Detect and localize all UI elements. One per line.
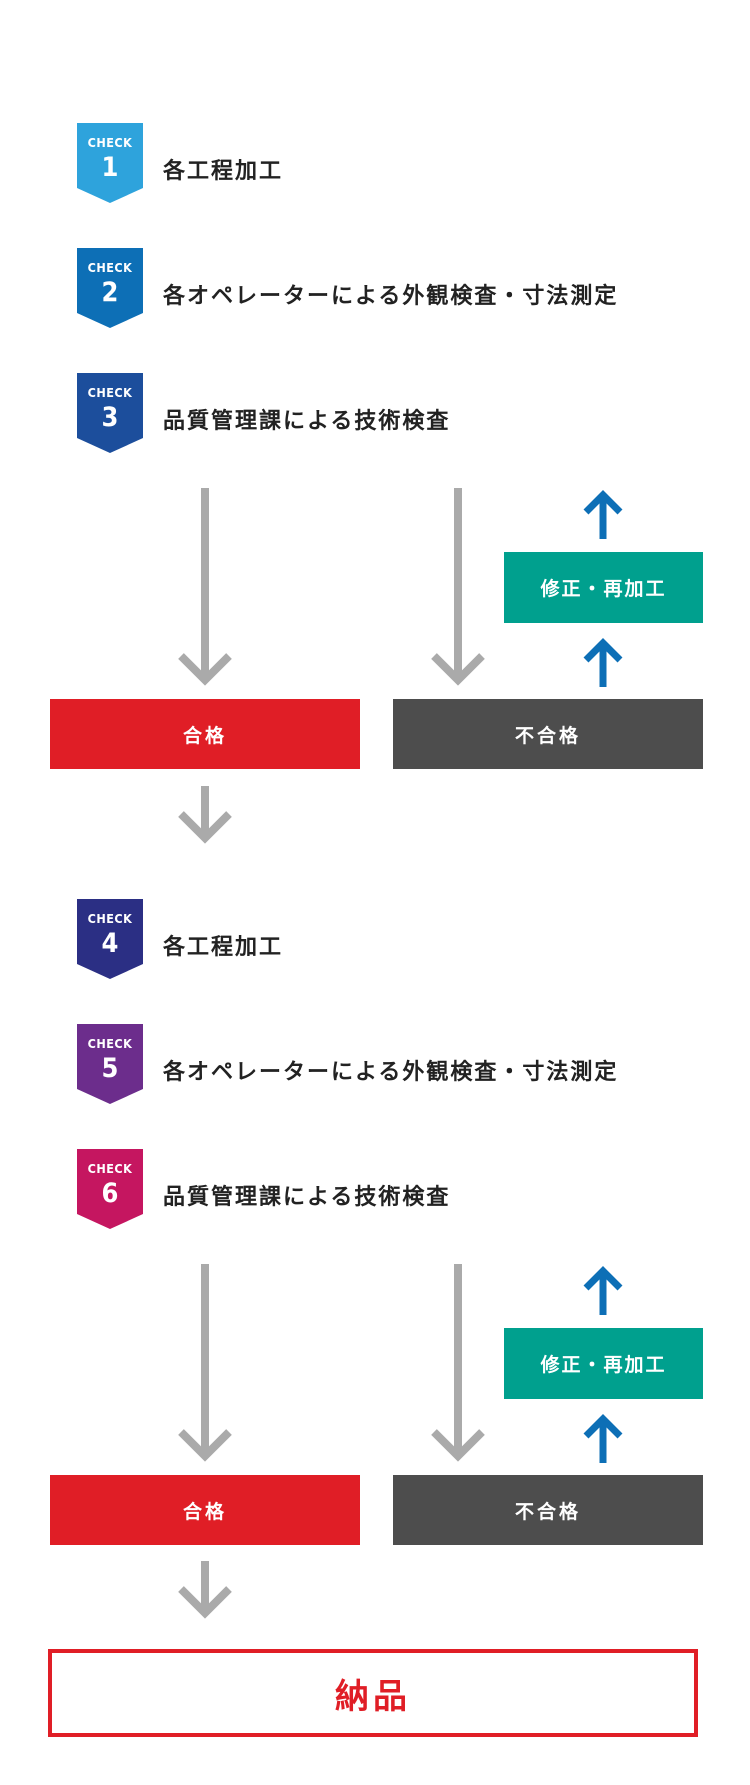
arrow-up-icon bbox=[583, 1266, 623, 1315]
arrow-up-icon bbox=[583, 490, 623, 539]
fail-box: 不合格 bbox=[393, 699, 703, 769]
arrow-down-icon bbox=[431, 1264, 485, 1462]
arrow-down-icon bbox=[178, 488, 232, 686]
chevron-down-icon bbox=[178, 786, 232, 844]
step-label-1: 各工程加工 bbox=[163, 159, 284, 184]
check-number: 4 bbox=[101, 928, 119, 959]
arrow-up-icon bbox=[583, 638, 623, 687]
check-word: CHECK bbox=[87, 135, 133, 150]
check-badge-1: CHECK 1 bbox=[77, 123, 143, 203]
check-badge-6: CHECK 6 bbox=[77, 1149, 143, 1229]
check-badge-5: CHECK 5 bbox=[77, 1024, 143, 1104]
step-label-6: 品質管理課による技術検査 bbox=[163, 1185, 451, 1210]
rework-box: 修正・再加工 bbox=[504, 552, 703, 623]
check-number: 3 bbox=[101, 402, 119, 433]
check-word: CHECK bbox=[87, 385, 133, 400]
check-number: 6 bbox=[101, 1178, 119, 1209]
check-badge-3: CHECK 3 bbox=[77, 373, 143, 453]
delivery-box: 納品 bbox=[48, 1649, 698, 1737]
rework-box: 修正・再加工 bbox=[504, 1328, 703, 1399]
step-label-4: 各工程加工 bbox=[163, 935, 284, 960]
check-word: CHECK bbox=[87, 911, 133, 926]
arrow-down-icon bbox=[431, 488, 485, 686]
check-number: 1 bbox=[101, 152, 119, 183]
step-label-2: 各オペレーターによる外観検査・寸法測定 bbox=[163, 284, 619, 309]
step-label-5: 各オペレーターによる外観検査・寸法測定 bbox=[163, 1060, 619, 1085]
check-badge-4: CHECK 4 bbox=[77, 899, 143, 979]
check-number: 2 bbox=[101, 277, 119, 308]
check-word: CHECK bbox=[87, 260, 133, 275]
pass-box: 合格 bbox=[50, 1475, 360, 1545]
chevron-down-icon bbox=[178, 1561, 232, 1619]
step-label-3: 品質管理課による技術検査 bbox=[163, 409, 451, 434]
arrow-up-icon bbox=[583, 1414, 623, 1463]
pass-box: 合格 bbox=[50, 699, 360, 769]
arrow-down-icon bbox=[178, 1264, 232, 1462]
fail-box: 不合格 bbox=[393, 1475, 703, 1545]
check-badge-2: CHECK 2 bbox=[77, 248, 143, 328]
check-number: 5 bbox=[101, 1053, 119, 1084]
check-word: CHECK bbox=[87, 1161, 133, 1176]
check-word: CHECK bbox=[87, 1036, 133, 1051]
